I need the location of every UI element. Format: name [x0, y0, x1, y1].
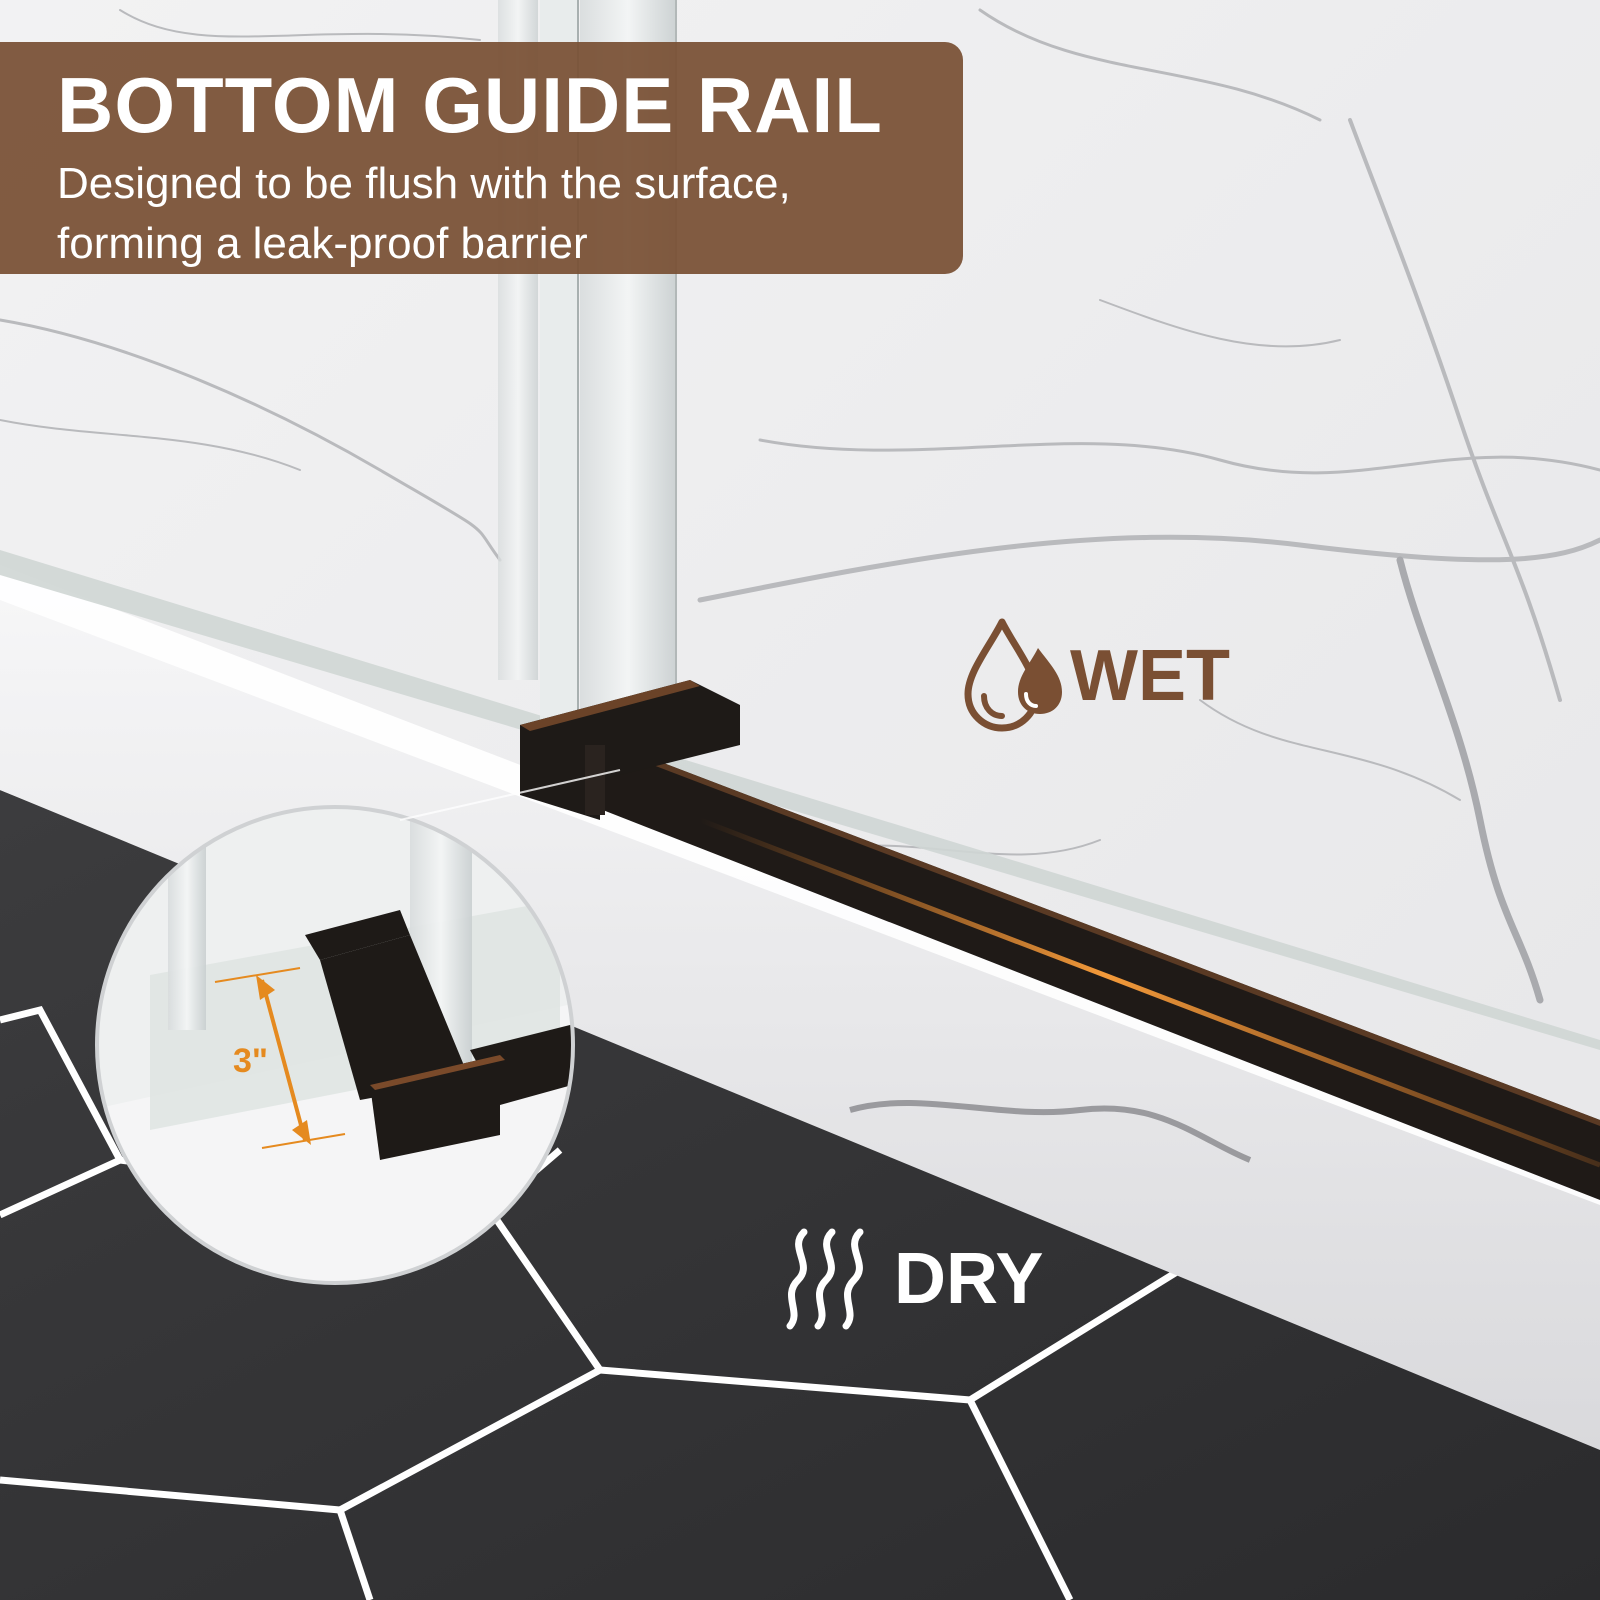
- wet-text: WET: [1070, 636, 1230, 716]
- shower-curb: [0, 565, 1600, 1450]
- water-drop-icon: [964, 618, 1062, 732]
- gap-dimension-label: 3": [233, 1042, 269, 1080]
- steam-waves-icon: [786, 1228, 864, 1330]
- banner-subtitle: Designed to be flush with the surface, f…: [57, 159, 791, 268]
- dry-text: DRY: [894, 1239, 1044, 1319]
- inset-detail: [97, 807, 573, 1283]
- bottom-guide-rail: [590, 735, 1600, 1200]
- wet-label: WET: [962, 616, 1230, 736]
- banner-title: BOTTOM GUIDE RAIL: [57, 61, 883, 149]
- dry-label: DRY: [780, 1224, 1043, 1334]
- guide-block: [520, 680, 740, 820]
- glass-panel-edge: [0, 550, 1600, 1050]
- headline-banner: BOTTOM GUIDE RAIL Designed to be flush w…: [0, 42, 963, 274]
- inset-border: [95, 805, 575, 1285]
